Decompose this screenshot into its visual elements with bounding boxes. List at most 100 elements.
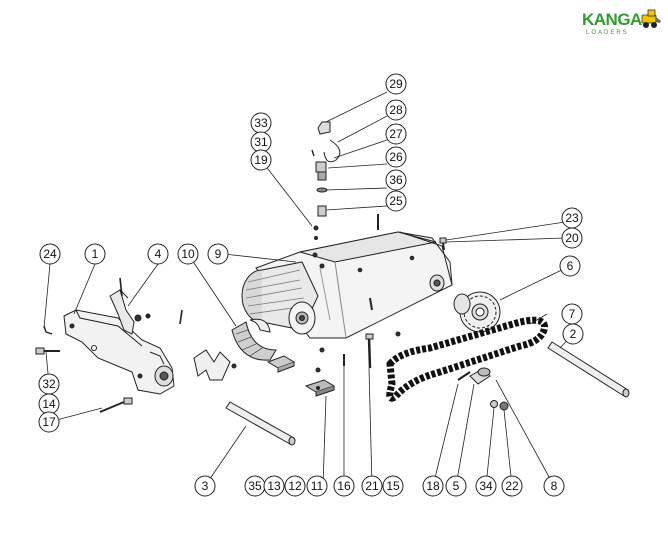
callout-number: 14 xyxy=(42,397,56,411)
callout-7: 7 xyxy=(561,303,583,325)
callout-18: 18 xyxy=(422,475,444,497)
callout-circle xyxy=(382,475,404,497)
callout-number: 13 xyxy=(267,479,281,493)
callout-number: 35 xyxy=(248,479,262,493)
callout-circle xyxy=(263,475,285,497)
callout-9: 9 xyxy=(207,243,229,265)
brand-name: KANGA xyxy=(582,10,642,29)
callout-number: 28 xyxy=(389,103,403,117)
callout-number: 1 xyxy=(92,247,99,261)
callout-circle xyxy=(250,149,272,171)
stud-part xyxy=(365,333,374,369)
callout-circle xyxy=(38,411,60,433)
callout-23: 23 xyxy=(561,207,583,229)
callout-circle xyxy=(385,169,407,191)
callout-number: 21 xyxy=(365,479,379,493)
bracket-part xyxy=(109,289,151,335)
callout-number: 24 xyxy=(43,247,57,261)
roller-belt-segment-part xyxy=(231,318,277,361)
callout-circle xyxy=(543,475,565,497)
callout-number: 36 xyxy=(389,173,403,187)
callout-number: 20 xyxy=(565,231,579,245)
callout-circle xyxy=(501,475,523,497)
leader-lines xyxy=(43,91,574,487)
callout-circle xyxy=(445,475,467,497)
callout-number: 19 xyxy=(254,153,268,167)
callout-number: 32 xyxy=(42,377,56,391)
callout-circle xyxy=(306,475,328,497)
callout-circle xyxy=(207,243,229,265)
callout-21: 21 xyxy=(361,475,383,497)
brand-subtitle: LOADERS xyxy=(586,30,629,36)
callout-number: 31 xyxy=(254,135,268,149)
callout-number: 23 xyxy=(565,211,579,225)
grease-fitting-stack xyxy=(311,121,341,240)
callout-2: 2 xyxy=(562,323,584,345)
brand-logo: KANGA LOADERS xyxy=(582,8,662,40)
roller-drum-part xyxy=(241,261,319,335)
bolt-part xyxy=(35,347,60,355)
callout-1: 1 xyxy=(84,243,106,265)
callout-4: 4 xyxy=(147,243,169,265)
callout-circle xyxy=(475,475,497,497)
callout-14: 14 xyxy=(38,393,60,415)
callout-22: 22 xyxy=(501,475,523,497)
callout-20: 20 xyxy=(561,227,583,249)
callout-circle xyxy=(147,243,169,265)
callout-circle xyxy=(84,243,106,265)
callout-11: 11 xyxy=(306,475,328,497)
callout-16: 16 xyxy=(333,475,355,497)
callout-circle xyxy=(177,243,199,265)
loader-logo-icon xyxy=(641,9,661,28)
callout-circle xyxy=(562,323,584,345)
callout-25: 25 xyxy=(385,190,407,212)
callout-34: 34 xyxy=(475,475,497,497)
drive-chain-part xyxy=(386,316,548,402)
tensioner-block-part xyxy=(266,355,296,373)
callout-circle xyxy=(385,190,407,212)
callout-number: 33 xyxy=(254,116,268,130)
callout-circle xyxy=(385,99,407,121)
callout-number: 10 xyxy=(181,247,195,261)
clip-pin-part xyxy=(43,325,53,335)
callout-12: 12 xyxy=(284,475,306,497)
callout-circle xyxy=(385,73,407,95)
callout-circle xyxy=(422,475,444,497)
cap-screw-part xyxy=(439,237,447,251)
callout-circle xyxy=(284,475,306,497)
callout-circle xyxy=(333,475,355,497)
callout-number: 18 xyxy=(426,479,440,493)
callout-number: 8 xyxy=(551,479,558,493)
callout-number: 22 xyxy=(505,479,519,493)
callout-17: 17 xyxy=(38,411,60,433)
callout-24: 24 xyxy=(39,243,61,265)
callout-32: 32 xyxy=(38,373,60,395)
callout-3: 3 xyxy=(194,475,216,497)
hook-plate-part xyxy=(193,349,237,381)
bolt-long-part xyxy=(99,397,133,413)
callout-circle xyxy=(385,146,407,168)
callout-number: 15 xyxy=(386,479,400,493)
callout-circle xyxy=(361,475,383,497)
callout-26: 26 xyxy=(385,146,407,168)
callout-31: 31 xyxy=(250,131,272,153)
callout-19: 19 xyxy=(250,149,272,171)
callout-36: 36 xyxy=(385,169,407,191)
callout-15: 15 xyxy=(382,475,404,497)
axle-shaft-part xyxy=(547,341,630,398)
sprocket-part xyxy=(453,291,501,333)
callout-number: 17 xyxy=(42,415,56,429)
callout-number: 11 xyxy=(311,479,324,493)
callout-circle xyxy=(561,227,583,249)
callout-8: 8 xyxy=(543,475,565,497)
callout-number: 7 xyxy=(569,307,576,321)
chain-tensioner-assembly xyxy=(457,367,509,411)
callout-number: 26 xyxy=(389,150,403,164)
callout-circle xyxy=(194,475,216,497)
callout-35: 35 xyxy=(244,475,266,497)
callout-number: 2 xyxy=(570,327,577,341)
callout-33: 33 xyxy=(250,112,272,134)
side-plate-part xyxy=(63,309,175,395)
